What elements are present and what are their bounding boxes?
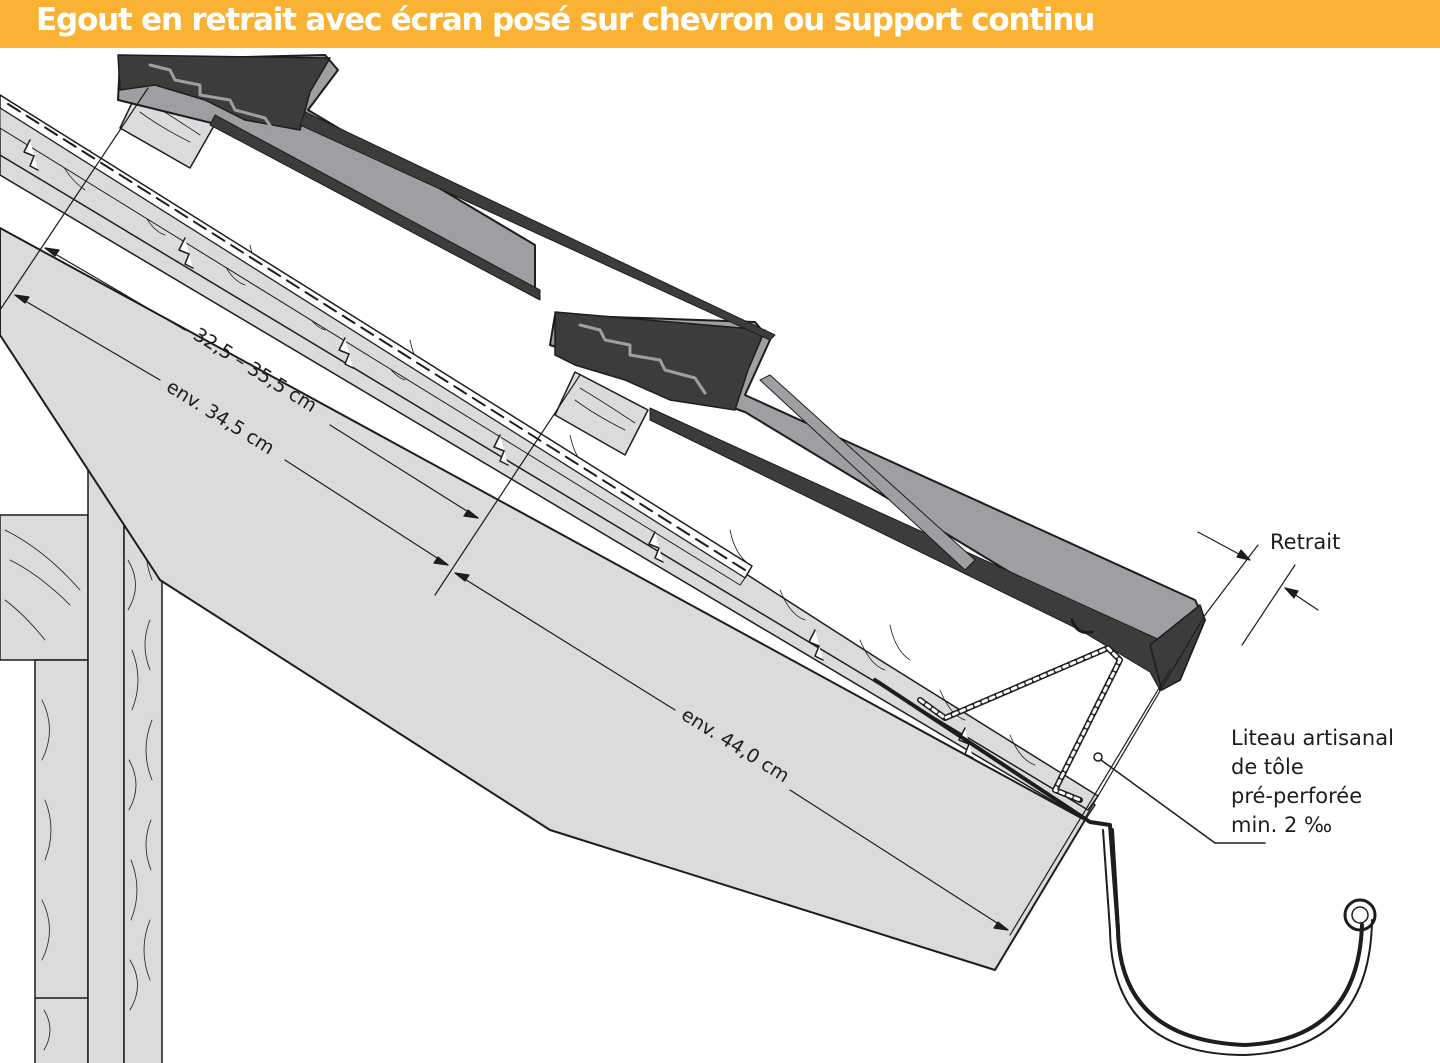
rafter <box>0 227 1086 971</box>
retrait-label: Retrait <box>1270 530 1340 554</box>
liteau-label-line1: Liteau artisanal <box>1231 726 1394 750</box>
liteau-label-line3: pré-perforée <box>1231 784 1362 808</box>
underlay-screen <box>0 94 753 586</box>
gutter <box>1102 828 1377 1056</box>
liteau-label-line4: min. 2 ‰ <box>1231 813 1332 837</box>
title-bar: Egout en retrait avec écran posé sur che… <box>0 0 1440 48</box>
page-title: Egout en retrait avec écran posé sur che… <box>36 2 1095 38</box>
perforated-sheet-batten <box>917 645 1123 803</box>
roof-tiles <box>117 54 1206 691</box>
liteau-label-line2: de tôle <box>1231 755 1304 779</box>
dimension-lines <box>0 87 1319 936</box>
